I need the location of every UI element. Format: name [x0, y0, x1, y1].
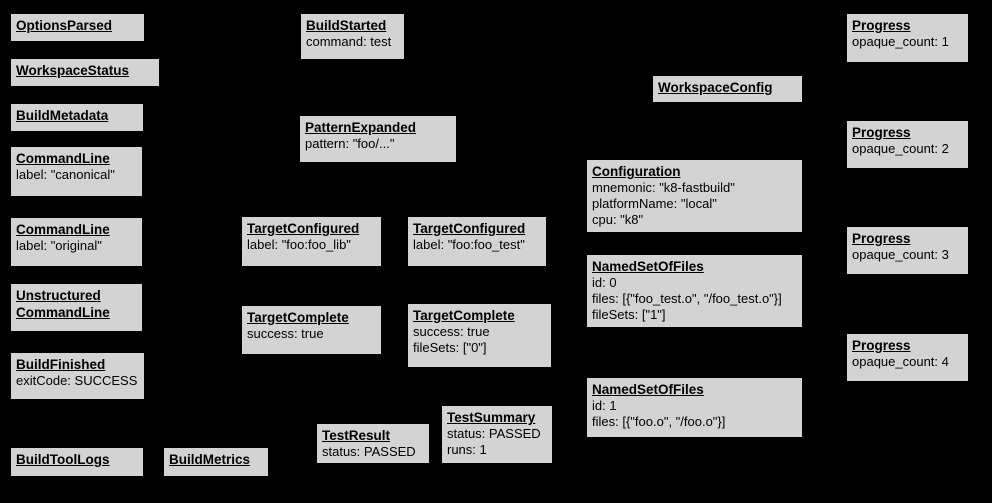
node-body: label: "original" — [16, 238, 102, 253]
node-title: CommandLine — [16, 222, 110, 237]
node-named-set-of-files-1: NamedSetOfFiles id: 1 files: [{"foo.o", … — [586, 377, 803, 438]
node-title: BuildMetrics — [169, 452, 251, 467]
node-body: pattern: "foo/..." — [305, 136, 395, 151]
node-body: success: true fileSets: ["0"] — [413, 324, 490, 355]
node-progress-4: Progress opaque_count: 4 — [846, 333, 969, 382]
node-title: TestSummary — [447, 410, 536, 425]
node-body: opaque_count: 1 — [852, 34, 949, 49]
node-target-complete-foo-test: TargetComplete success: true fileSets: [… — [407, 303, 552, 368]
node-workspace-config: WorkspaceConfig — [652, 75, 803, 103]
node-options-parsed: OptionsParsed — [10, 13, 145, 42]
node-body: label: "foo:foo_lib" — [247, 237, 351, 252]
node-progress-3: Progress opaque_count: 3 — [846, 226, 969, 275]
node-body: label: "foo:foo_test" — [413, 237, 525, 252]
node-build-tool-logs: BuildToolLogs — [10, 447, 144, 477]
node-title: Progress — [852, 231, 911, 246]
node-named-set-of-files-0: NamedSetOfFiles id: 0 files: [{"foo_test… — [586, 254, 803, 328]
node-body: status: PASSED — [322, 444, 416, 459]
node-body: opaque_count: 3 — [852, 247, 949, 262]
node-build-metadata: BuildMetadata — [10, 103, 144, 132]
node-title: WorkspaceConfig — [658, 80, 773, 95]
node-body: mnemonic: "k8-fastbuild" platformName: "… — [592, 180, 735, 227]
node-test-result: TestResult status: PASSED — [316, 423, 430, 464]
node-title: BuildStarted — [306, 18, 387, 33]
node-title: TargetComplete — [413, 308, 515, 323]
node-title: OptionsParsed — [16, 18, 113, 33]
node-title: TargetConfigured — [247, 221, 360, 236]
node-title: Progress — [852, 338, 911, 353]
node-title: Progress — [852, 18, 911, 33]
node-title: NamedSetOfFiles — [592, 382, 704, 397]
node-title: WorkspaceStatus — [16, 63, 130, 78]
node-title: BuildFinished — [16, 357, 106, 372]
node-configuration: Configuration mnemonic: "k8-fastbuild" p… — [586, 159, 803, 233]
node-title: TargetConfigured — [413, 221, 526, 236]
node-title: CommandLine — [16, 151, 110, 166]
node-body: id: 0 files: [{"foo_test.o", "/foo_test.… — [592, 275, 782, 322]
node-progress-2: Progress opaque_count: 2 — [846, 120, 969, 169]
node-workspace-status: WorkspaceStatus — [10, 58, 160, 87]
node-pattern-expanded: PatternExpanded pattern: "foo/..." — [299, 115, 457, 163]
node-test-summary: TestSummary status: PASSED runs: 1 — [441, 405, 553, 464]
node-title: Unstructured CommandLine — [16, 288, 110, 320]
node-target-configured-foo-lib: TargetConfigured label: "foo:foo_lib" — [241, 216, 382, 267]
node-body: exitCode: SUCCESS — [16, 373, 138, 388]
node-title: Progress — [852, 125, 911, 140]
node-progress-1: Progress opaque_count: 1 — [846, 13, 969, 63]
node-title: PatternExpanded — [305, 120, 417, 135]
node-target-complete-foo-lib: TargetComplete success: true — [241, 305, 382, 355]
node-body: command: test — [306, 34, 392, 49]
node-target-configured-foo-test: TargetConfigured label: "foo:foo_test" — [407, 216, 547, 267]
node-body: label: "canonical" — [16, 167, 115, 182]
node-unstructured-command-line: Unstructured CommandLine — [10, 283, 143, 332]
node-title: TestResult — [322, 428, 391, 443]
node-body: id: 1 files: [{"foo.o", "/foo.o"}] — [592, 398, 726, 429]
node-build-finished: BuildFinished exitCode: SUCCESS — [10, 352, 145, 400]
node-build-started: BuildStarted command: test — [300, 13, 405, 60]
node-command-line-original: CommandLine label: "original" — [10, 217, 143, 267]
node-title: NamedSetOfFiles — [592, 259, 704, 274]
node-body: opaque_count: 2 — [852, 141, 949, 156]
node-title: BuildMetadata — [16, 108, 109, 123]
node-body: status: PASSED runs: 1 — [447, 426, 541, 457]
node-body: success: true — [247, 326, 324, 341]
node-title: BuildToolLogs — [16, 452, 110, 467]
node-command-line-canonical: CommandLine label: "canonical" — [10, 146, 143, 197]
node-build-metrics: BuildMetrics — [163, 447, 269, 477]
node-body: opaque_count: 4 — [852, 354, 949, 369]
node-title: Configuration — [592, 164, 681, 179]
node-title: TargetComplete — [247, 310, 349, 325]
